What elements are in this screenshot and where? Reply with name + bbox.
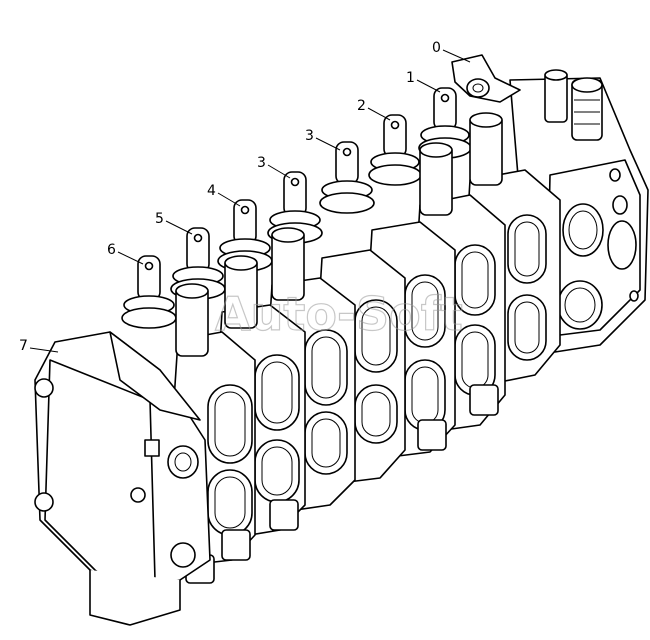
spool-levers <box>121 87 472 329</box>
end-cap-section <box>34 331 211 626</box>
callout-0: 0 <box>432 40 441 56</box>
work-sections <box>164 169 561 584</box>
callout-2: 2 <box>357 98 366 114</box>
callout-6: 6 <box>107 242 116 258</box>
callout-4: 4 <box>207 183 216 199</box>
watermark-text: Auto-Soft <box>215 287 463 341</box>
mounting-bracket <box>451 54 521 103</box>
callout-labels: 0 1 2 3 3 4 5 6 7 <box>19 40 441 354</box>
callout-3a: 3 <box>305 128 314 144</box>
callout-3b: 3 <box>257 155 266 171</box>
relief-cartridges <box>175 112 503 357</box>
leader-lines <box>29 49 471 353</box>
callout-5: 5 <box>155 211 164 227</box>
callout-1: 1 <box>406 70 415 86</box>
callout-7: 7 <box>19 338 28 354</box>
